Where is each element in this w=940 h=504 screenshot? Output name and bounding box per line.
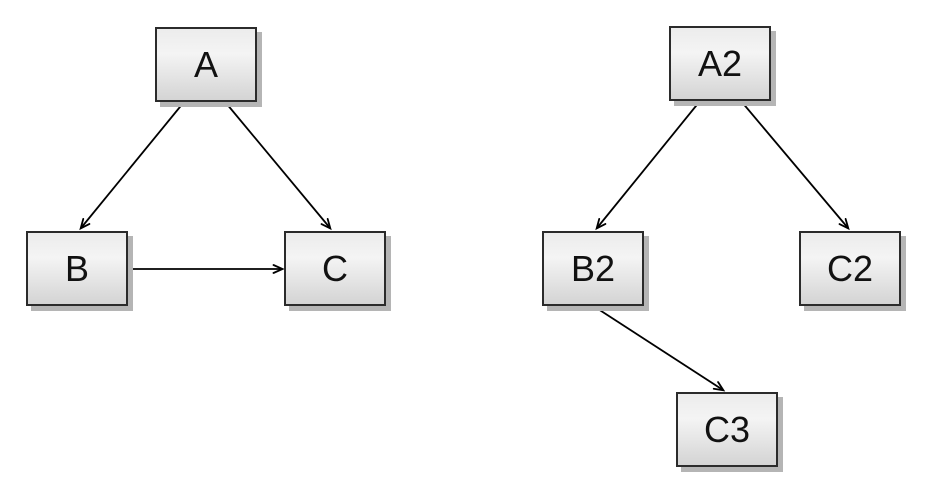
node-C2[interactable]: C2 bbox=[799, 231, 901, 306]
node-A2[interactable]: A2 bbox=[669, 26, 771, 101]
edge-A-C[interactable] bbox=[225, 102, 332, 231]
node-A2-label: A2 bbox=[697, 42, 743, 84]
edge-B2-C3[interactable] bbox=[594, 306, 726, 392]
edge-A-B[interactable] bbox=[79, 101, 185, 231]
edge-A2-C2[interactable] bbox=[740, 100, 850, 231]
node-C-label: C bbox=[322, 247, 348, 289]
node-C2-label: C2 bbox=[826, 247, 874, 289]
node-C3[interactable]: C3 bbox=[676, 392, 778, 467]
node-B-label: B bbox=[64, 247, 89, 289]
node-A-label: A bbox=[193, 43, 218, 85]
node-A[interactable]: A bbox=[155, 27, 257, 102]
node-C[interactable]: C bbox=[284, 231, 386, 306]
edge-A2-B2[interactable] bbox=[595, 100, 701, 231]
node-B2[interactable]: B2 bbox=[542, 231, 644, 306]
node-B[interactable]: B bbox=[26, 231, 128, 306]
node-C3-label: C3 bbox=[703, 408, 751, 450]
node-B2-label: B2 bbox=[570, 247, 616, 289]
